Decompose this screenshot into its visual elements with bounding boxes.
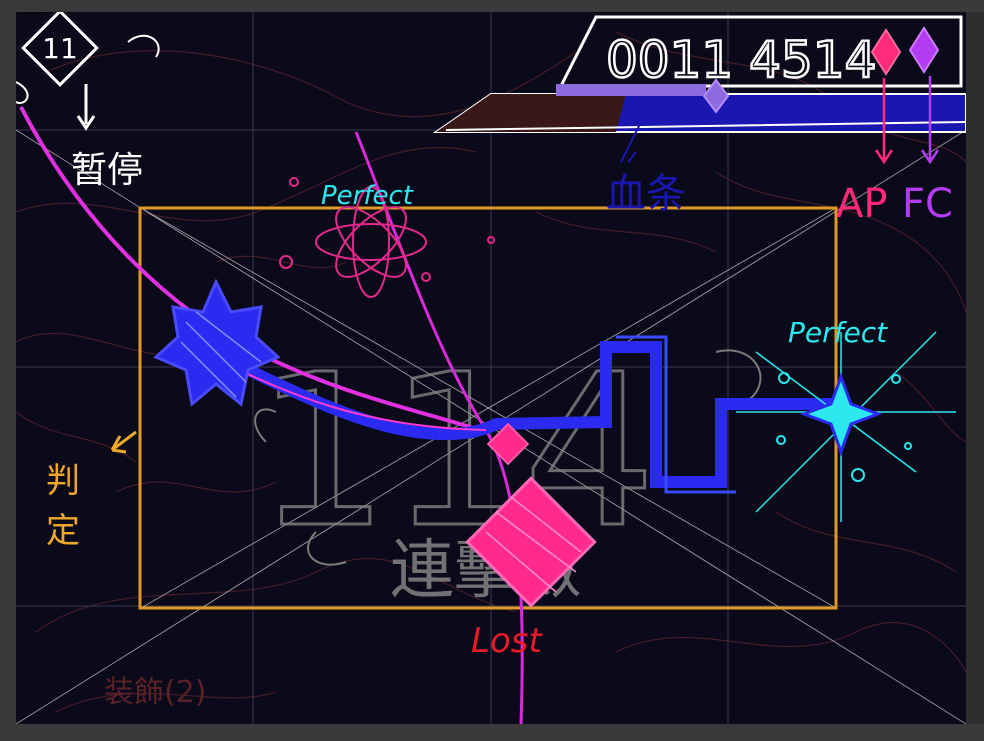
fc-label: FC	[902, 181, 953, 227]
combo-counter: 114 連擊數	[254, 328, 762, 608]
note-hit-diamond	[486, 422, 530, 466]
judge-label-char-2: 定	[46, 511, 80, 551]
playfield-sketch: 114 連擊數 判 定 判定 Lost	[16, 12, 966, 724]
lost-label: Lost	[471, 621, 543, 661]
score-value: 0011 4514	[606, 31, 876, 89]
pause-button[interactable]: 11 暂停	[16, 12, 160, 191]
decoration-label: 装飾(2)	[104, 675, 207, 710]
background-swirls	[16, 31, 966, 713]
ap-indicator: AP	[836, 28, 902, 227]
pause-number: 11	[42, 32, 78, 65]
hold-note-curve	[205, 346, 502, 440]
fc-indicator: FC	[902, 26, 953, 227]
stepped-hold-note	[495, 341, 836, 488]
judge-label: 判定	[16, 12, 48, 16]
tap-note-star-left	[153, 278, 281, 407]
perfect-label-top: Perfect	[321, 181, 414, 211]
hp-bar: 血条	[432, 78, 966, 217]
perfect-effect-top: Perfect	[279, 177, 495, 298]
judge-label-char-1: 判	[46, 461, 80, 501]
game-canvas: 114 連擊數 判 定 判定 Lost	[16, 12, 966, 724]
combo-number: 114	[256, 329, 657, 574]
pause-label: 暂停	[71, 150, 143, 191]
canvas-scrollbar[interactable]	[966, 12, 984, 724]
hp-label: 血条	[606, 171, 686, 217]
score-panel: 0011 4514	[558, 15, 963, 90]
ap-label: AP	[836, 181, 887, 227]
lost-note: Lost	[465, 476, 597, 661]
perfect-effect-right: Perfect	[736, 316, 956, 522]
judge-annotation: 判 定 判定	[16, 12, 137, 551]
perfect-label-right: Perfect	[788, 316, 888, 349]
